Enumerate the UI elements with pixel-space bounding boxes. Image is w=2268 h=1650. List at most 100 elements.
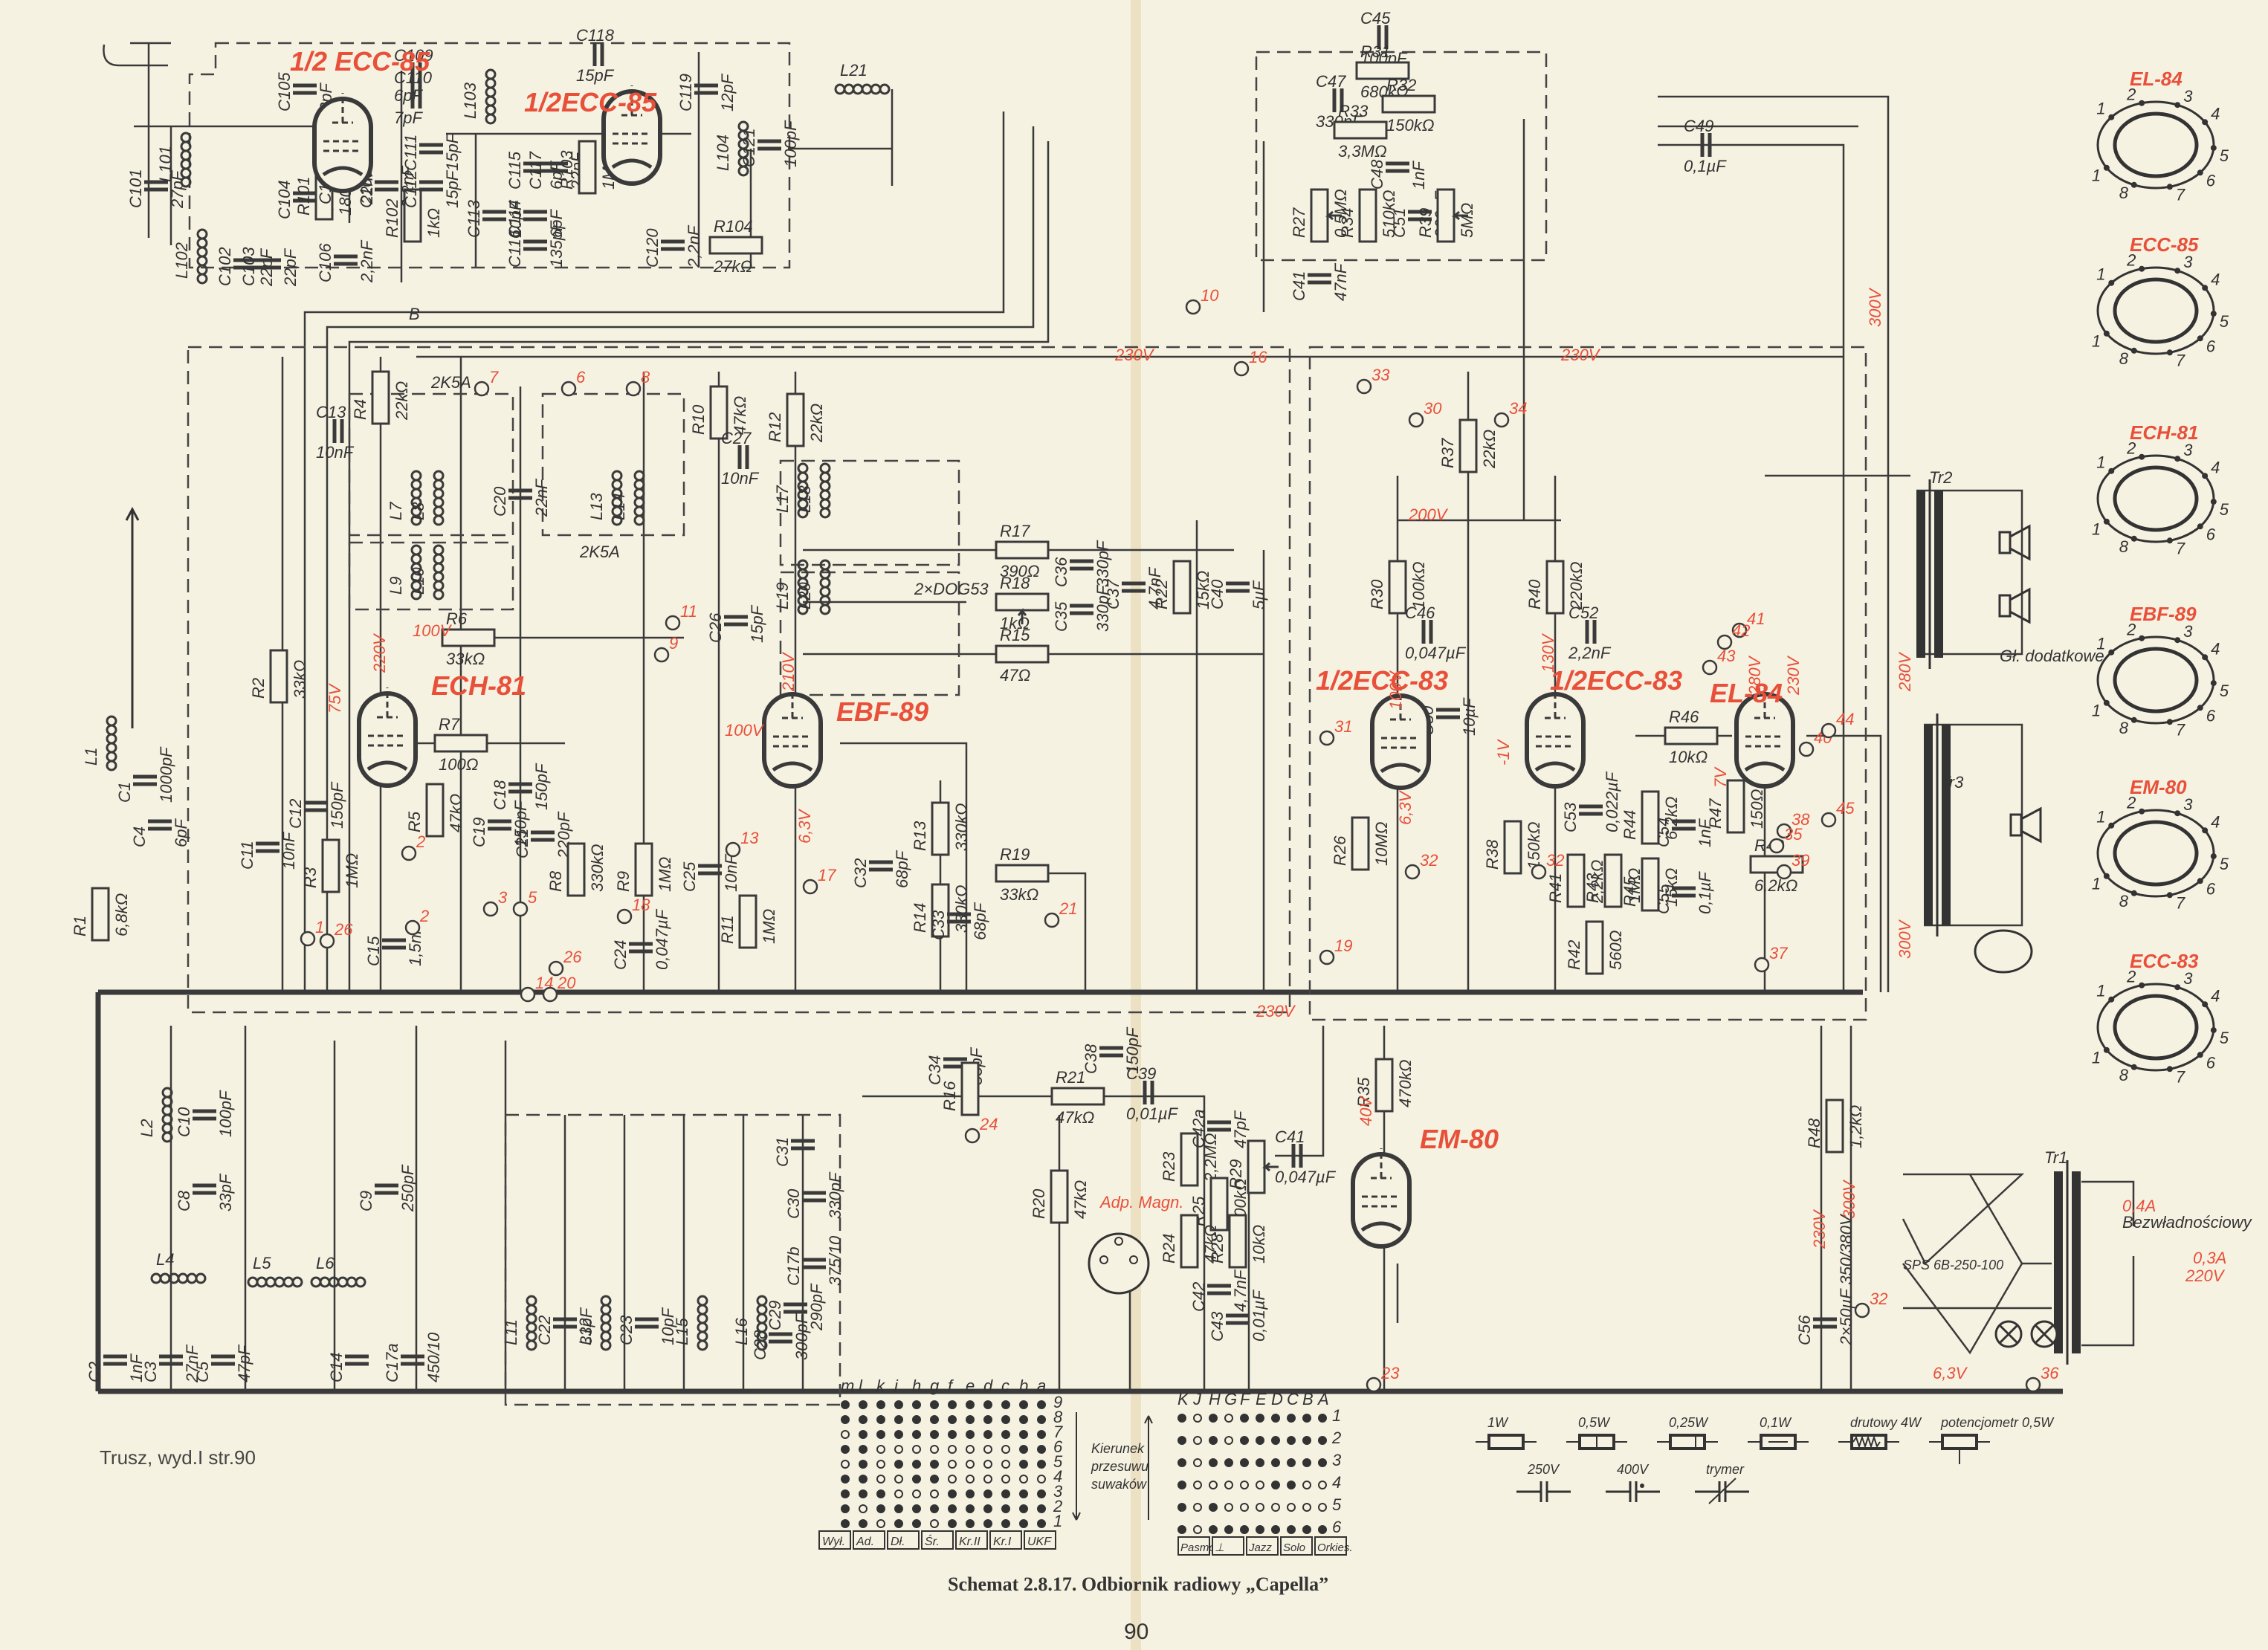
component-ref: C104 bbox=[275, 180, 294, 219]
coil-turn bbox=[861, 83, 873, 95]
band-button[interactable]: UKF bbox=[1024, 1530, 1056, 1550]
switch-contact bbox=[1318, 1503, 1327, 1512]
pin-dot bbox=[2174, 637, 2181, 644]
switch-contact bbox=[1019, 1460, 1028, 1469]
pin-number: 3 bbox=[2183, 253, 2193, 271]
component-ref: C14 bbox=[327, 1353, 346, 1382]
coil-turn bbox=[485, 68, 497, 80]
band-button[interactable]: Ad. bbox=[853, 1530, 885, 1550]
pinout-tube-name: EM-80 bbox=[2130, 776, 2187, 798]
switch-contact bbox=[1037, 1519, 1046, 1528]
terminal-20: 20 bbox=[542, 974, 576, 1003]
pin-dot bbox=[2166, 1066, 2173, 1072]
tube-cathode bbox=[611, 158, 653, 169]
resistor-symbol bbox=[995, 592, 1050, 612]
terminal-point bbox=[964, 1128, 980, 1144]
resistor-symbol bbox=[1172, 560, 1192, 615]
terminal-33: 33 bbox=[1356, 366, 1390, 395]
switch-contact bbox=[1256, 1481, 1264, 1489]
tone-button-label: Orkies. bbox=[1317, 1541, 1353, 1554]
capacitor-symbol bbox=[769, 1332, 792, 1344]
component-ref: R38 bbox=[1483, 839, 1502, 870]
switch-contact bbox=[1302, 1458, 1311, 1467]
component-ref: C120 bbox=[643, 228, 662, 268]
switch-row-label: 3 bbox=[1332, 1451, 1342, 1469]
switch-contact bbox=[1037, 1430, 1046, 1439]
capacitor-symbol bbox=[661, 239, 685, 251]
tone-button[interactable]: Solo bbox=[1280, 1536, 1313, 1556]
pinout-ring bbox=[2096, 809, 2215, 898]
terminal-number: 1 bbox=[315, 918, 324, 936]
capacitor-symbol bbox=[1070, 604, 1093, 615]
capacitor-symbol bbox=[345, 1354, 369, 1366]
transformer-primary bbox=[2054, 1171, 2063, 1353]
tone-button[interactable]: Orkies. bbox=[1314, 1536, 1353, 1556]
pinout-envelope bbox=[2113, 465, 2199, 532]
terminal-point bbox=[1531, 864, 1547, 880]
voltage-label: 40V bbox=[1357, 1096, 1375, 1126]
component-value: 135pF bbox=[547, 220, 566, 268]
terminal-21: 21 bbox=[1044, 899, 1077, 928]
component-ref: L102 bbox=[172, 242, 191, 279]
voltage-label: 100V bbox=[1386, 670, 1405, 710]
component-ref: R17 bbox=[1000, 522, 1030, 540]
band-button[interactable]: Kr.I bbox=[989, 1530, 1022, 1550]
tone-button[interactable]: Pasmo bbox=[1177, 1536, 1215, 1556]
transformer-primary bbox=[1916, 491, 1925, 658]
coil-turn bbox=[633, 488, 645, 499]
pin-number: 5 bbox=[2220, 146, 2229, 165]
voltage-label: 220V bbox=[370, 632, 389, 673]
component-r16: R16 bbox=[940, 1061, 980, 1116]
component-l8: L8 bbox=[409, 470, 445, 526]
switch-contact bbox=[1019, 1519, 1028, 1528]
band-button[interactable]: Śr. bbox=[921, 1530, 954, 1550]
band-button[interactable]: Dł. bbox=[887, 1530, 920, 1550]
component-ref: L11 bbox=[502, 1319, 520, 1345]
component-ref: C52 bbox=[1568, 604, 1598, 622]
component-value: 10kΩ bbox=[1250, 1225, 1268, 1264]
resistor-symbol bbox=[566, 842, 586, 897]
transformer-secondary bbox=[1942, 725, 1951, 925]
switch-contact bbox=[1001, 1400, 1010, 1409]
capacitor-symbol bbox=[1207, 1120, 1231, 1132]
antenna-icon bbox=[125, 506, 140, 728]
resistor-symbol bbox=[403, 188, 422, 243]
voltage-label: 230V bbox=[1114, 346, 1155, 364]
legend-label: 250V bbox=[1527, 1462, 1560, 1477]
band-button[interactable]: Kr.II bbox=[955, 1530, 988, 1550]
component-ref: C36 bbox=[1052, 557, 1070, 587]
tone-button[interactable]: Jazz bbox=[1246, 1536, 1279, 1556]
band-button[interactable]: Wył. bbox=[818, 1530, 851, 1550]
capacitor-symbol bbox=[1672, 886, 1696, 898]
component-ref: R16 bbox=[940, 1081, 959, 1111]
pickup-socket-icon bbox=[1088, 1232, 1150, 1295]
tube-label-el84: EL-84 bbox=[1710, 678, 1783, 708]
switch-column-label: i bbox=[894, 1376, 899, 1395]
capacitor-symbol bbox=[523, 239, 547, 251]
tube-electrodes bbox=[1362, 1148, 1400, 1208]
component-ref: R6 bbox=[446, 609, 468, 628]
coil-turn bbox=[697, 1330, 708, 1342]
extra-speaker-label: Gł. dodatkowe bbox=[2000, 647, 2104, 665]
terminal-32: 32 bbox=[1854, 1290, 1887, 1319]
component-value: 68pF bbox=[971, 902, 989, 940]
coil-turn bbox=[410, 470, 422, 482]
terminal-point bbox=[1776, 823, 1792, 839]
coil-turn bbox=[633, 514, 645, 526]
component-l6: L6 bbox=[310, 1254, 366, 1288]
pin-dot bbox=[2130, 1064, 2137, 1070]
switch-contact bbox=[1271, 1414, 1280, 1423]
terminal-number: 32 bbox=[1870, 1290, 1887, 1308]
switch-row-label: 6 bbox=[1332, 1518, 1342, 1536]
tone-button[interactable]: ⊥ bbox=[1212, 1536, 1244, 1556]
component-value: 0,5MΩ bbox=[1331, 189, 1350, 238]
